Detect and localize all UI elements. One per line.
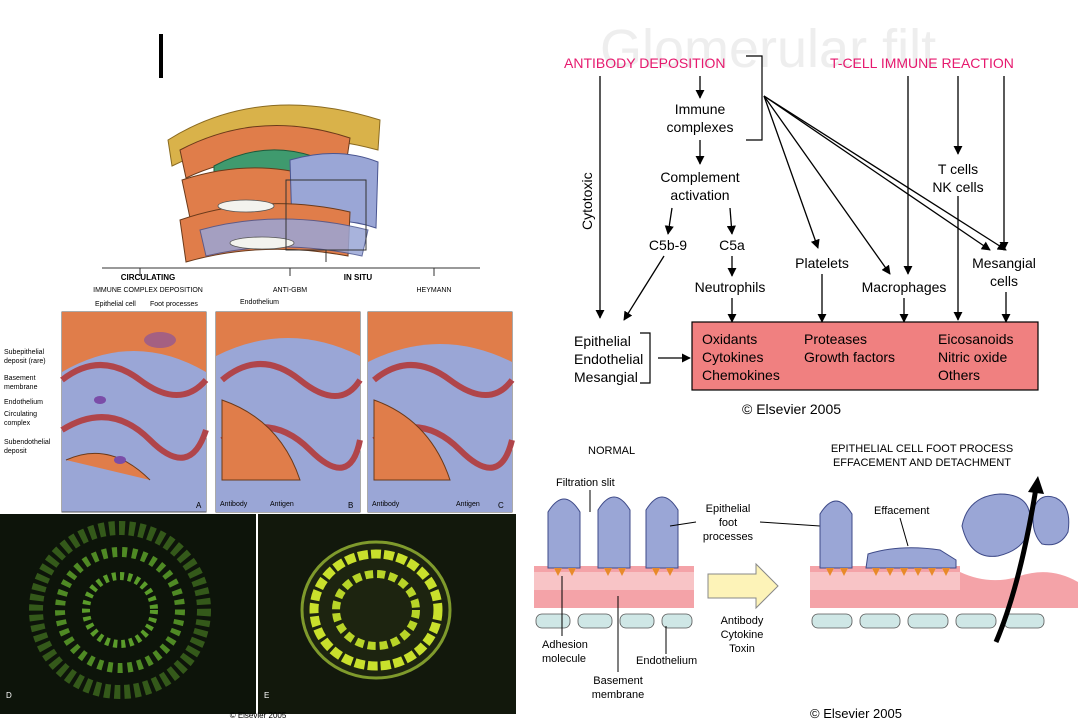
mediator-nitric-oxide: Nitric oxide [938,349,1007,365]
panel-b [215,311,363,513]
node-neutrophils: Neutrophils [695,279,766,295]
svg-text:membrane: membrane [4,384,38,391]
node-immune-complexes-2: complexes [667,119,734,135]
panel-c [367,311,515,513]
node-c5a: C5a [719,237,745,253]
svg-text:deposit: deposit [4,448,27,455]
micro-letter-d: D [6,691,12,700]
label-cytotoxic: Cytotoxic [579,172,595,230]
panel-a [60,311,209,513]
target-mesangial: Mesangial [574,369,638,385]
adhesion-triangles-effaced [826,568,950,576]
mediator-others: Others [938,367,980,383]
svg-text:complex: complex [4,420,31,427]
mechanism-flowchart: ANTIBODY DEPOSITION T-CELL IMMUNE REACTI… [564,55,1039,417]
mediator-growth-factors: Growth factors [804,349,895,365]
svg-text:Subendothelial: Subendothelial [4,439,51,446]
label-anti-gbm: ANTI-GBM [273,287,307,294]
label-endothelium-b: Endothelium [240,299,279,306]
podocyte-effacement-diagram: NORMAL EPITHELIAL CELL FOOT PROCESS EFFA… [534,443,1078,720]
label-effacement-title-1: EPITHELIAL CELL FOOT PROCESS [831,443,1013,455]
target-endothelial: Endothelial [574,351,643,367]
label-epithelial-foot-3: processes [703,531,754,543]
node-macrophages: Macrophages [862,279,947,295]
svg-text:Endothelium: Endothelium [4,399,43,406]
node-tcells-1: T cells [938,161,978,177]
label-in-situ: IN SITU [344,273,373,282]
label-filtration-slit: Filtration slit [556,477,615,489]
label-heymann: HEYMANN [416,287,451,294]
copyright-left: © Elsevier 2005 [230,711,287,720]
micrograph-e [258,514,516,714]
mediator-oxidants: Oxidants [702,331,757,347]
label-antigen-c: Antigen [456,501,480,508]
node-tcells-2: NK cells [932,179,983,195]
label-basement-1: Basement [593,675,643,687]
label-normal: NORMAL [588,445,635,457]
svg-text:Subepithelial: Subepithelial [4,349,45,356]
copyright-topright: © Elsevier 2005 [742,401,841,417]
label-adhesion-1: Adhesion [542,639,588,651]
mediator-chemokines: Chemokines [702,367,780,383]
adhesion-triangles-normal [554,568,674,576]
node-platelets: Platelets [795,255,849,271]
svg-text:Circulating: Circulating [4,411,37,418]
svg-text:deposit (rare): deposit (rare) [4,358,46,365]
label-circulating: CIRCULATING [121,273,176,282]
mediator-eicosanoids: Eicosanoids [938,331,1014,347]
label-epithelial-foot-2: foot [719,517,737,529]
mediator-proteases: Proteases [804,331,867,347]
micro-letter-e: E [264,691,269,700]
capillary-3d-illustration [167,104,381,263]
panel-letter-a: A [196,501,202,510]
label-immune-complex-deposition: IMMUNE COMPLEX DEPOSITION [93,287,203,294]
label-cause-toxin: Toxin [729,643,755,655]
label-basement-2: membrane [592,689,645,701]
effaced-podocytes [819,493,1070,569]
label-adhesion-2: molecule [542,653,586,665]
micrograph-d [0,514,256,714]
progression-arrow [707,562,779,610]
copyright-bottomright: © Elsevier 2005 [810,706,902,720]
label-antibody-deposition: ANTIBODY DEPOSITION [564,55,726,71]
mediators-box [691,321,1039,391]
label-tcell-immune-reaction: T-CELL IMMUNE REACTION [830,55,1014,71]
detachment-arrow [993,487,1039,643]
node-immune-complexes-1: Immune [675,101,726,117]
panel-letter-b: B [348,501,353,510]
label-epithelial-foot-1: Epithelial [706,503,751,515]
effaced-endothelium [811,613,1045,629]
glomerular-injury-figure: CIRCULATING IMMUNE COMPLEX DEPOSITION IN… [0,104,516,720]
target-epithelial: Epithelial [574,333,631,349]
label-antibody-c: Antibody [372,501,400,508]
label-endothelium: Endothelium [636,655,697,667]
node-mesangial-cells-2: cells [990,273,1018,289]
label-effacement: Effacement [874,505,929,517]
label-cause-antibody: Antibody [721,615,764,627]
label-effacement-title-2: EFFACEMENT AND DETACHMENT [833,457,1011,469]
label-antibody-b: Antibody [220,501,248,508]
normal-podocytes [547,496,679,569]
side-labels: Subepithelial deposit (rare) Basement me… [4,349,51,455]
label-antigen-b: Antigen [270,501,294,508]
panel-letter-c: C [498,501,504,510]
title-cursor-bar [159,34,163,78]
normal-endothelium [535,613,693,629]
node-mesangial-cells-1: Mesangial [972,255,1036,271]
label-foot-processes: Foot processes [150,301,198,308]
mediator-cytokines: Cytokines [702,349,763,365]
node-complement-activation-2: activation [670,187,729,203]
slide-title-fragment: Glomerular filt [600,19,937,79]
node-c5b9: C5b-9 [649,237,687,253]
node-complement-activation-1: Complement [660,169,739,185]
label-epithelial-cell: Epithelial cell [95,301,136,308]
svg-text:Basement: Basement [4,375,36,382]
label-cause-cytokine: Cytokine [721,629,764,641]
